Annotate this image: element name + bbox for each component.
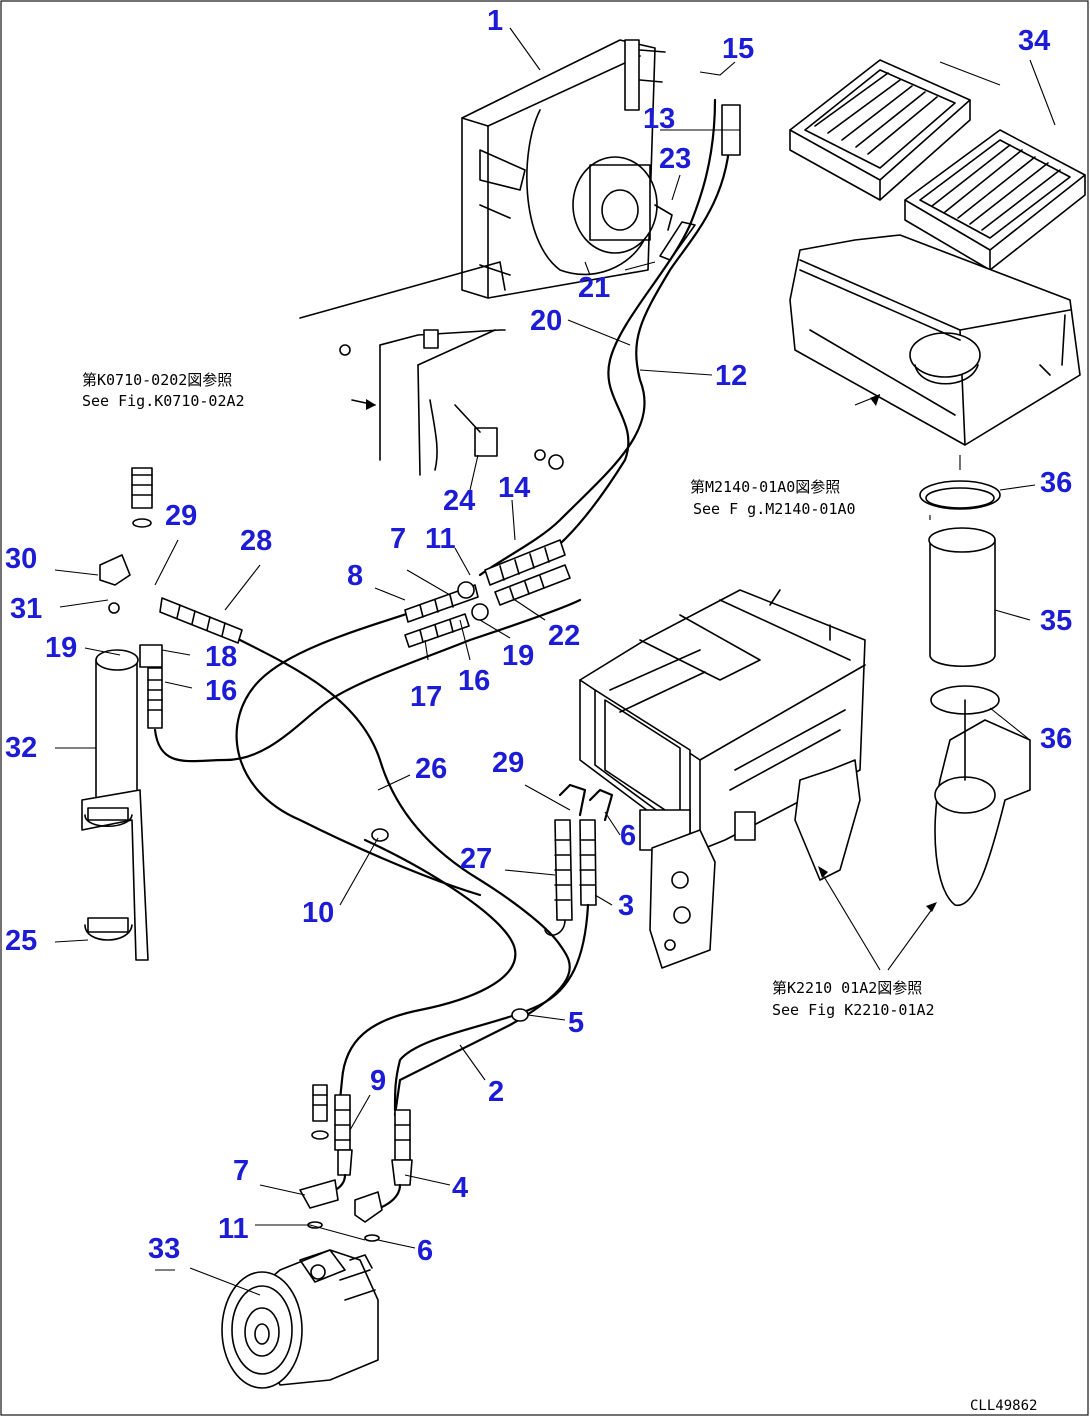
air-filters [789,59,1086,271]
callout-21: 21 [578,272,610,304]
callout-31: 31 [10,593,42,625]
callout-3: 3 [618,890,634,922]
callout-19-middle: 19 [502,640,534,672]
callout-30: 30 [5,543,37,575]
callout-33: 33 [148,1233,180,1265]
callout-19-left: 19 [45,632,77,664]
hoses-lower [299,838,517,1242]
callout-16-left: 16 [205,675,237,707]
callout-23: 23 [659,143,691,175]
callout-1: 1 [487,5,503,37]
callout-25: 25 [5,925,37,957]
hoses-27-3 [371,783,614,1112]
callout-14: 14 [498,472,530,504]
panel-bracket [299,261,564,476]
callout-13: 13 [643,103,675,135]
receiver-dryer [81,467,153,961]
hoses-middle [159,539,571,1117]
callout-32: 32 [5,732,37,764]
reference-k2210-en: See Fig K2210-01A2 [772,1001,935,1019]
callout-36-bottom: 36 [1040,723,1072,755]
reference-k0710-en: See Fig.K0710-02A2 [82,392,245,410]
callout-7-top: 7 [390,523,406,555]
callout-12: 12 [715,360,747,392]
reference-notes: 第K0710-0202図参照 See Fig.K0710-02A2 第M2140… [82,371,1037,1414]
callout-24: 24 [443,485,475,517]
callout-29-right: 29 [492,747,524,779]
valve-plate [649,811,756,969]
duct-parts [919,480,1031,906]
callout-10: 10 [302,897,334,929]
filter-case [789,234,1081,446]
leader-lines [54,27,1056,1296]
drawing-code: CLL49862 [970,1398,1037,1414]
callout-36-top: 36 [1040,467,1072,499]
callout-5: 5 [568,1007,584,1039]
callout-28: 28 [240,525,272,557]
callout-11-top: 11 [425,523,456,555]
callout-6-top: 6 [620,820,636,852]
fan-housing [461,39,666,299]
reference-m2140-en: See F g.M2140-01A0 [693,500,856,518]
hoses-upper [478,98,741,577]
callout-29-left: 29 [165,500,197,532]
callout-4: 4 [452,1172,468,1204]
callout-9: 9 [370,1065,386,1097]
callout-6-bottom: 6 [417,1235,433,1267]
callout-22: 22 [548,620,580,652]
reference-m2140-jp: 第M2140-01A0図参照 [690,478,840,496]
callout-16-middle: 16 [458,665,490,697]
callout-18: 18 [205,641,237,673]
callout-27: 27 [460,843,492,875]
callout-20: 20 [530,305,562,337]
reference-k2210-jp: 第K2210 01A2図参照 [772,979,922,997]
callout-34: 34 [1018,25,1050,57]
callout-26: 26 [415,753,447,785]
callout-35: 35 [1040,605,1072,637]
callout-8: 8 [347,560,363,592]
callouts: 1 15 13 23 34 21 20 12 14 24 36 35 36 29… [5,5,1072,1267]
compressor [221,1249,379,1389]
callout-15: 15 [722,33,754,65]
callout-7-bottom: 7 [233,1155,249,1187]
callout-2: 2 [488,1076,504,1108]
callout-17: 17 [410,681,442,713]
reference-k0710-jp: 第K0710-0202図参照 [82,371,232,389]
callout-11-bottom: 11 [218,1213,249,1245]
